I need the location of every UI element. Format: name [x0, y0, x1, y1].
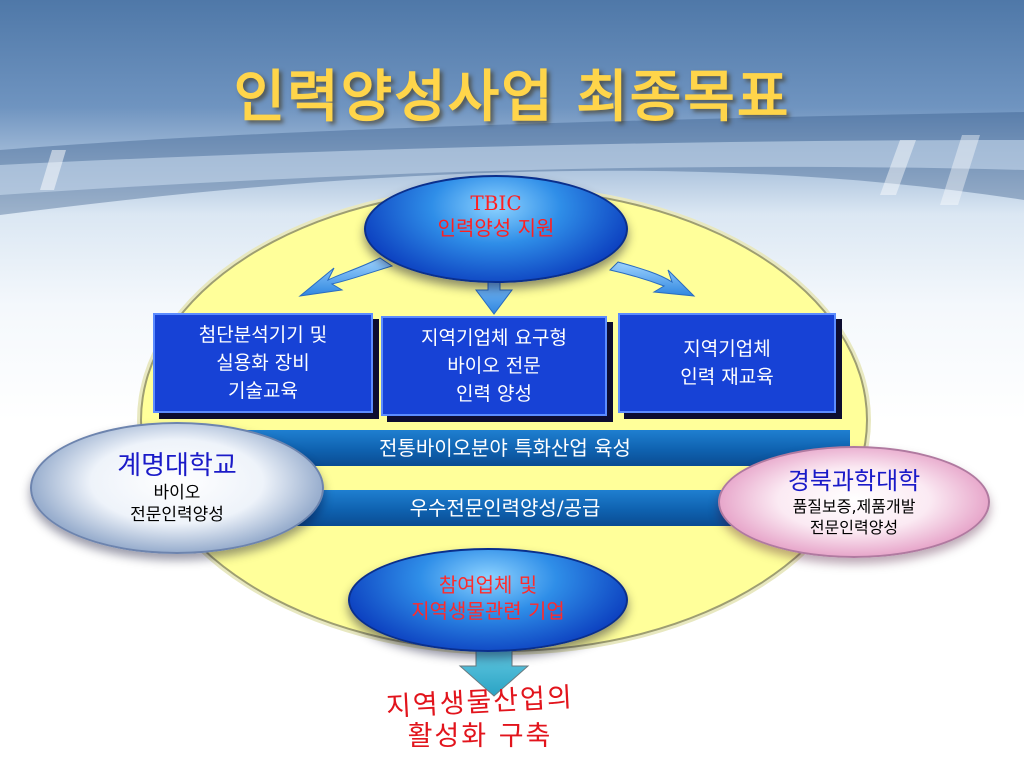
partner-kyungbuk: 경북과학대학 품질보증,제품개발 전문인력양성	[718, 446, 990, 558]
partner-line: 바이오	[153, 483, 201, 503]
box-line: 지역기업체 요구형	[421, 327, 567, 349]
box-line: 실용화 장비	[216, 352, 310, 374]
hub-line1: TBIC	[470, 191, 522, 215]
partner-keimyung: 계명대학교 바이오 전문인력양성	[30, 422, 324, 554]
result-line2: 활성화 구축	[407, 721, 553, 752]
box-line: 바이오 전문	[447, 355, 541, 377]
partner-name: 경북과학대학	[787, 467, 921, 495]
partner-line: 품질보증,제품개발	[792, 497, 916, 516]
box-line: 인력 재교육	[680, 366, 774, 388]
arrow-right-icon	[609, 261, 696, 297]
box-line: 기술교육	[228, 380, 298, 402]
final-goal-text: 지역생물산업의 활성화 구축	[330, 682, 630, 754]
program-box-retraining: 지역기업체 인력 재교육	[618, 313, 836, 413]
partner-line: 전문인력양성	[809, 518, 899, 537]
participants-line2: 지역생물관련 기업	[411, 599, 565, 623]
partner-name: 계명대학교	[117, 451, 237, 481]
hub-line2: 인력양성 지원	[437, 216, 555, 240]
arrow-left-icon	[298, 257, 394, 297]
participants-line1: 참여업체 및	[438, 573, 538, 597]
partner-line: 전문인력양성	[130, 505, 224, 525]
box-line: 첨단분석기기 및	[198, 324, 328, 346]
program-box-equipment: 첨단분석기기 및 실용화 장비 기술교육	[153, 313, 373, 413]
page-title: 인력양성사업 최종목표	[233, 65, 791, 130]
hub-tbic: TBIC 인력양성 지원	[364, 175, 628, 283]
program-box-bio-training: 지역기업체 요구형 바이오 전문 인력 양성	[381, 316, 607, 416]
box-line: 지역기업체	[683, 338, 771, 360]
hub-participants: 참여업체 및 지역생물관련 기업	[348, 548, 628, 652]
box-line: 인력 양성	[456, 383, 532, 405]
